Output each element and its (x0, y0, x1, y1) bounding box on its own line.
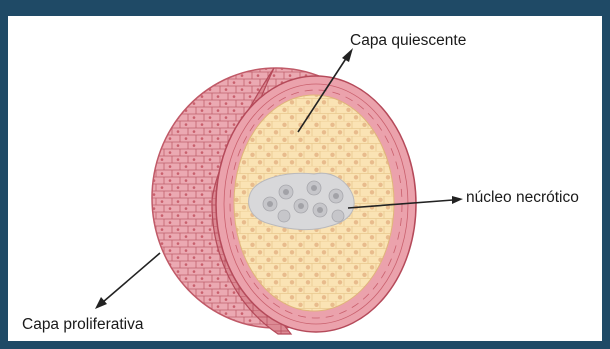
diagram-panel: Capa quiescente núcleo necrótico Capa pr… (8, 16, 602, 341)
arrow-proliferative (95, 253, 160, 309)
necrotic-core (249, 173, 355, 229)
tumor-spheroid-diagram (8, 16, 602, 341)
label-quiescent: Capa quiescente (350, 33, 466, 49)
label-necrotic: núcleo necrótico (466, 190, 579, 206)
label-proliferative: Capa proliferativa (22, 317, 143, 333)
